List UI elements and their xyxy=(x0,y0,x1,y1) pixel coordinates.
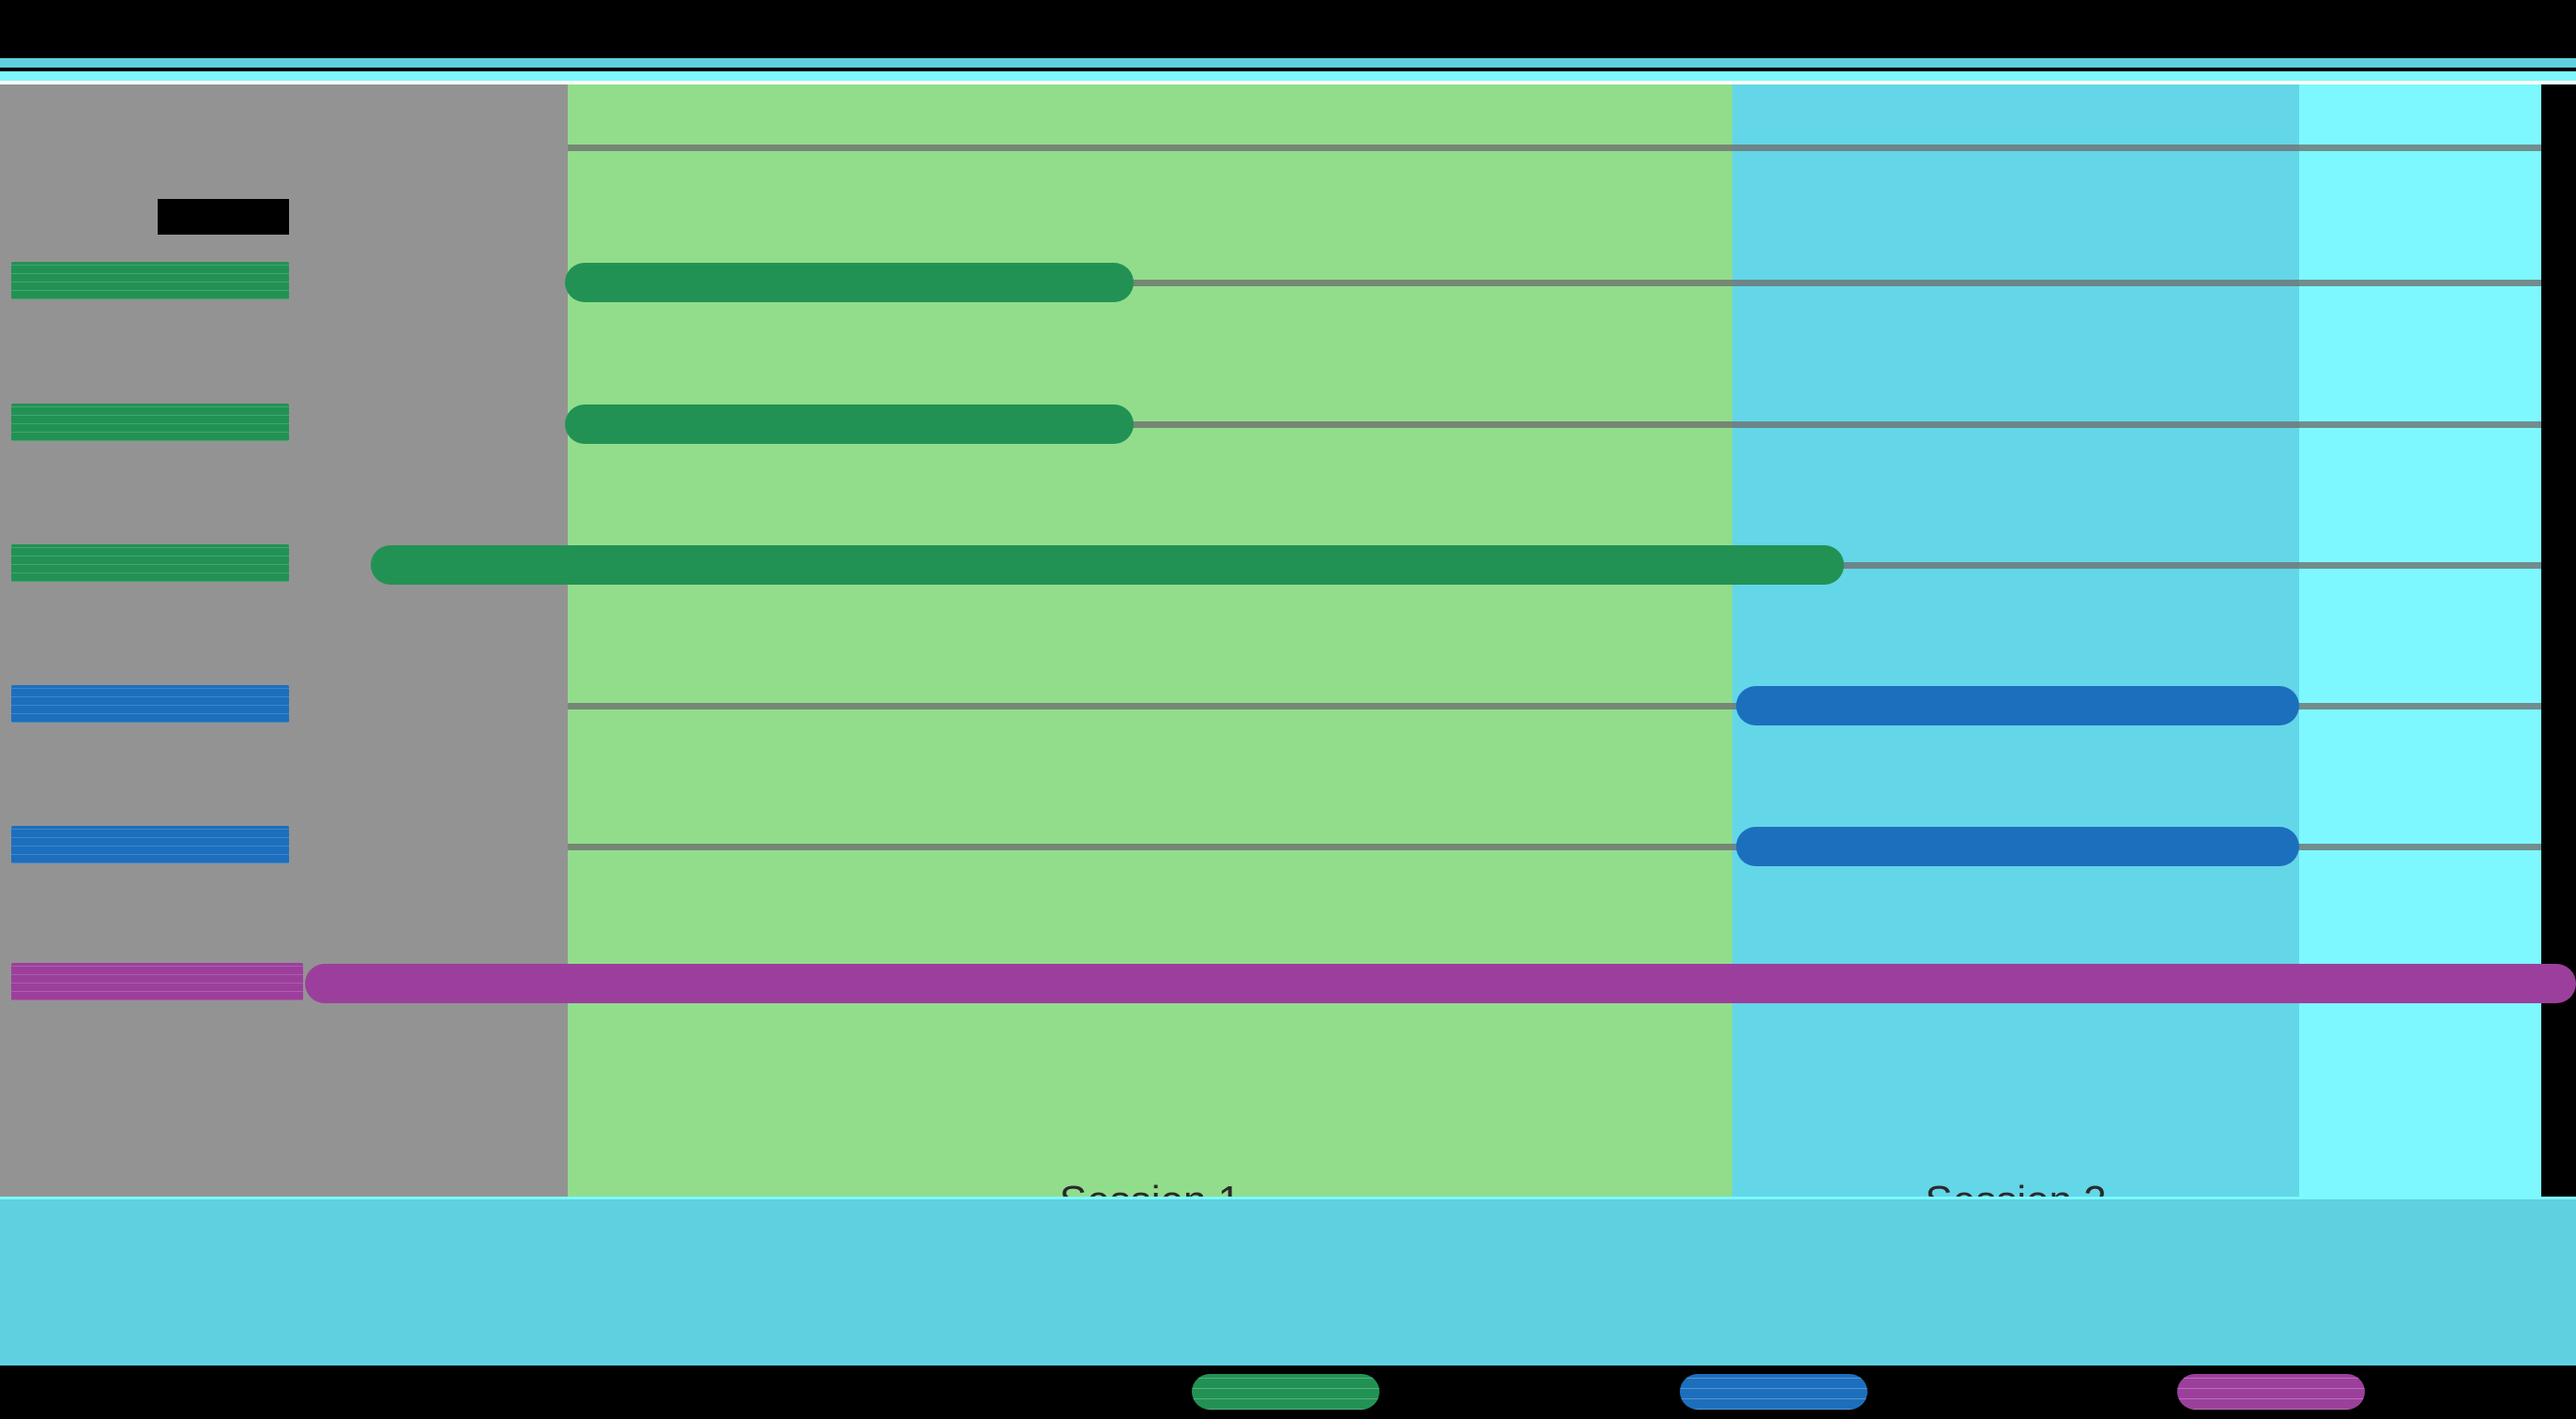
legend-swatch-icon xyxy=(1192,1374,1379,1410)
gridline xyxy=(568,145,2541,151)
ylabel-dataset-c1[interactable]: DataSetC1 xyxy=(11,963,303,1000)
session-band-tail xyxy=(2299,84,2541,1197)
ylabel-dataset-b1[interactable]: DataSetB1 xyxy=(11,685,289,723)
bar-dataset-a1[interactable] xyxy=(565,263,1134,302)
bar-dataset-b1[interactable] xyxy=(1736,686,2299,725)
top-strip-cyan-2 xyxy=(0,71,2576,81)
gridline xyxy=(568,421,2541,428)
plot-area: DataSetA1 DataSetA2 DataSetA3 DataSetB1 … xyxy=(0,84,2576,1224)
legend-label: Group A xyxy=(1389,1374,1486,1410)
bar-dataset-a2[interactable] xyxy=(565,404,1134,444)
ylabel-dataset-b2[interactable]: DataSetB2 xyxy=(11,826,289,863)
bar-dataset-b2[interactable] xyxy=(1736,827,2299,866)
top-strip-cyan-1 xyxy=(0,58,2576,68)
legend-label: Group C xyxy=(2374,1374,2474,1410)
session-band-2 xyxy=(1732,84,2299,1197)
legend-swatch-icon xyxy=(1680,1374,1867,1410)
legend: Group A Group B Group C xyxy=(0,1366,2576,1419)
ylabel-dataset-a3[interactable]: DataSetA3 xyxy=(11,544,289,582)
footer-hairline xyxy=(0,1197,2576,1199)
gridline xyxy=(568,703,2541,710)
legend-swatch-icon xyxy=(2177,1374,2365,1410)
footer-band xyxy=(0,1197,2576,1372)
bar-dataset-a3[interactable] xyxy=(371,545,1844,585)
top-strip-white xyxy=(0,81,2576,84)
gridline xyxy=(568,844,2541,850)
page-title xyxy=(158,199,289,235)
gridline xyxy=(568,280,2541,286)
bar-dataset-c1[interactable] xyxy=(305,964,2576,1003)
ylabel-dataset-a1[interactable]: DataSetA1 xyxy=(11,262,289,299)
legend-label: Group B xyxy=(1877,1374,1974,1410)
session-band-1 xyxy=(568,84,1732,1197)
ylabel-dataset-a2[interactable]: DataSetA2 xyxy=(11,404,289,441)
